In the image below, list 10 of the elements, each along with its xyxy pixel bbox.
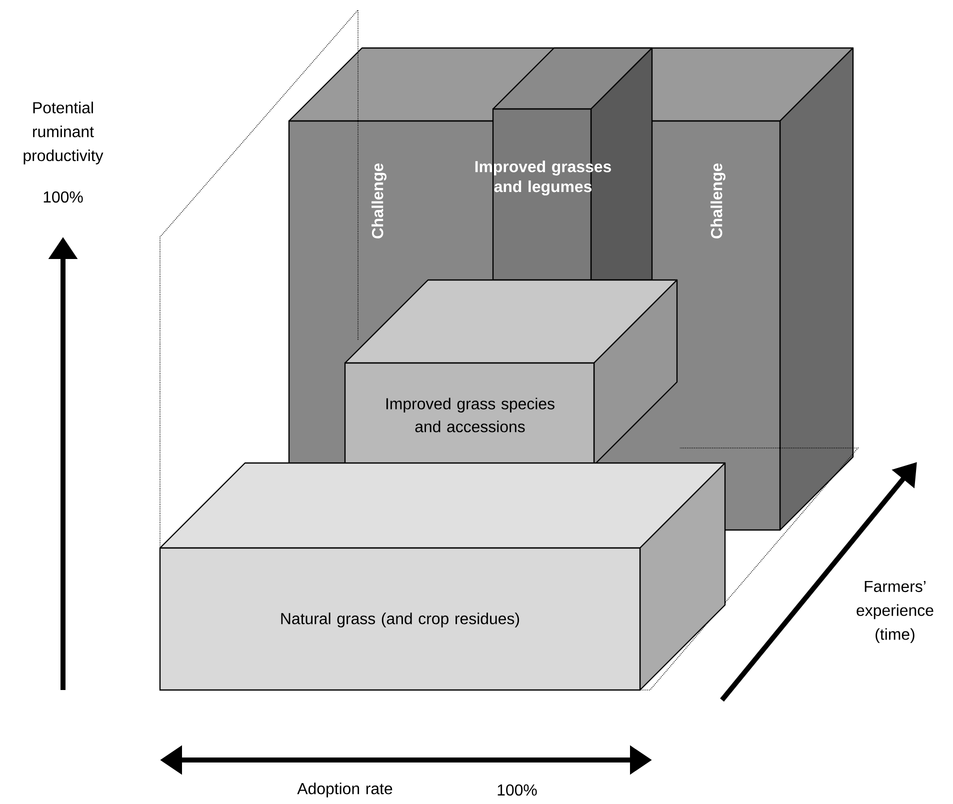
axis-label: Farmers’ experience (time) [856, 580, 934, 644]
block-label: Natural grass (and crop residues) [281, 612, 519, 628]
axis-label: 100% [498, 784, 537, 796]
block-label: Challenge [710, 163, 726, 238]
axis-label: Potential ruminant productivity [24, 102, 104, 164]
block-label: Challenge [372, 163, 386, 238]
axis-label: 100% [44, 191, 83, 203]
axis-label: Adoption rate [297, 782, 392, 798]
block-drawing [159, 462, 726, 691]
block-label: Improved grass species and accessions [386, 398, 554, 432]
